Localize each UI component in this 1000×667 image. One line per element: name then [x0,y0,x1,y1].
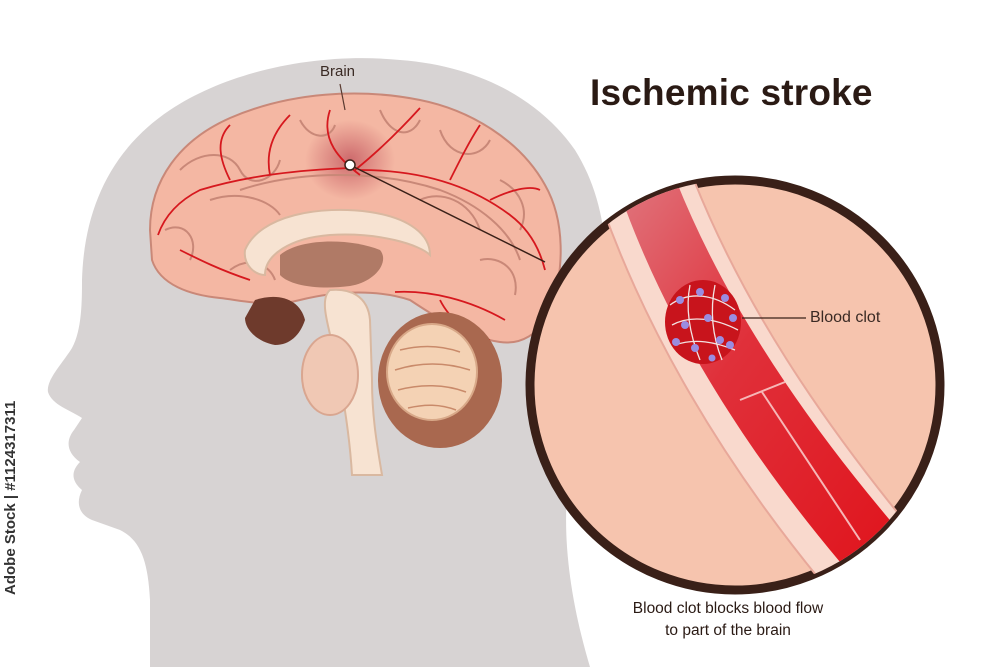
blood-clot [665,280,741,364]
clot-location-marker [344,159,356,171]
caption-line-2: to part of the brain [665,622,791,639]
caption-line-1: Blood clot blocks blood flow [632,600,824,617]
pons [245,296,305,345]
brain-pointer-line [339,83,346,111]
diagram-title: Ischemic stroke [590,72,873,113]
cerebellum-folds [394,345,471,411]
magnify-connector-line [349,164,546,263]
corpus-callosum [243,208,432,277]
pons-swelling [301,334,359,416]
brain-folds [164,109,525,296]
brain-arteries [157,107,546,341]
thalamus [280,241,384,288]
blood-clot-label: Blood clot [810,309,881,326]
brain-label: Brain [320,63,356,80]
diagram-caption: Blood clot blocks blood flow to part of … [598,598,858,642]
stock-watermark-id: Adobe Stock | #1124317311 [2,400,19,595]
